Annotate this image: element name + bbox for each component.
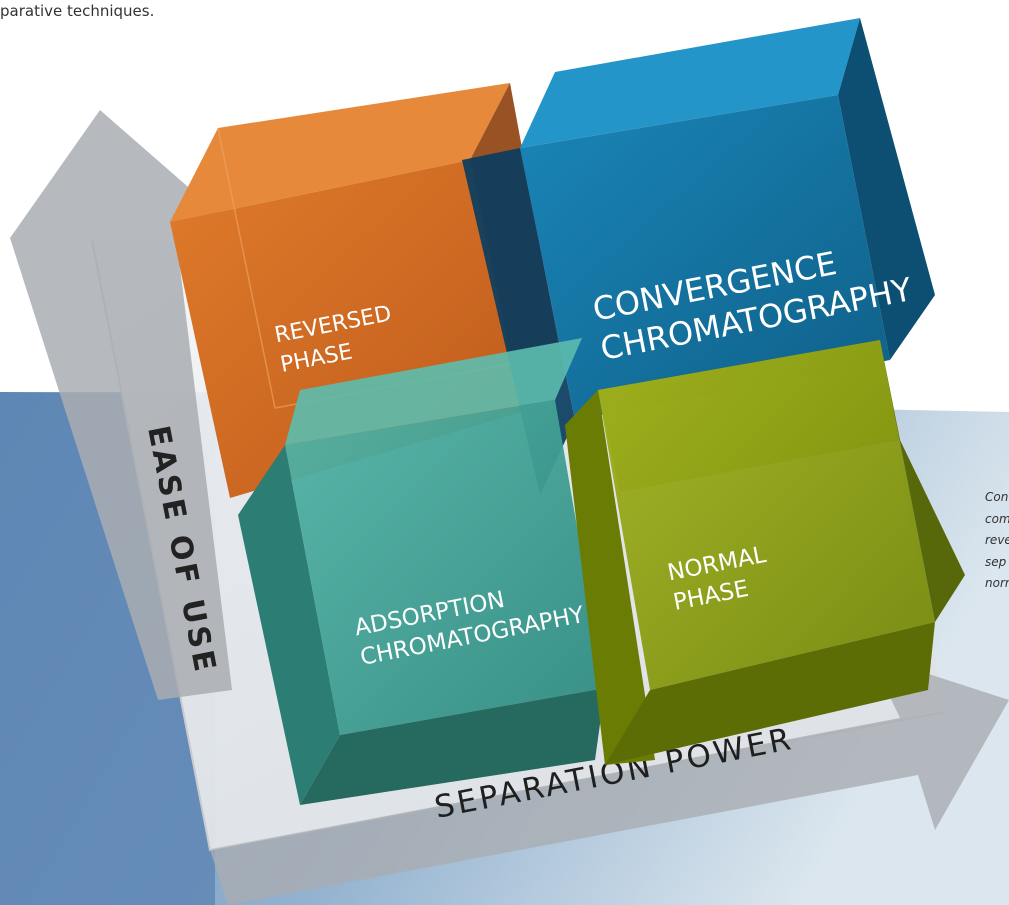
side-caption-line: Con <box>985 490 1009 504</box>
side-caption-line: norm <box>985 576 1009 590</box>
y-axis-arrow <box>10 110 232 700</box>
convergence-chromatography-box: CONVERGENCE CHROMATOGRAPHY <box>462 18 935 495</box>
normal-phase-box: NORMAL PHASE <box>565 340 965 765</box>
side-caption: Con com reve sep norm <box>985 487 1009 595</box>
adsorption-chromatography-box: ADSORPTION CHROMATOGRAPHY <box>238 338 605 805</box>
intro-text: parative techniques. <box>0 2 155 20</box>
side-caption-line: com <box>985 511 1009 526</box>
side-caption-line: sep <box>985 554 1007 569</box>
side-caption-line: reve <box>985 533 1009 547</box>
x-axis-arrow <box>210 655 1009 905</box>
